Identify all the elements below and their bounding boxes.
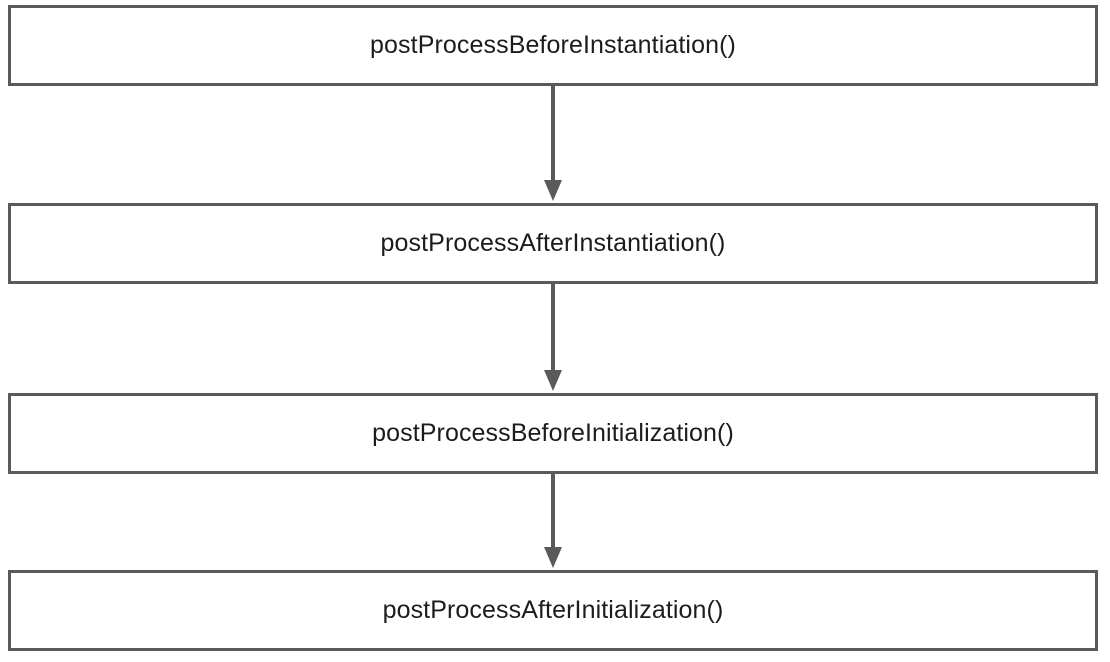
node-label: postProcessBeforeInstantiation() [370, 31, 736, 59]
node-post-process-after-instantiation: postProcessAfterInstantiation() [8, 203, 1098, 284]
edge-2-arrow [544, 284, 562, 391]
edge-1-arrow [544, 86, 562, 201]
node-post-process-after-initialization: postProcessAfterInitialization() [8, 570, 1098, 651]
node-label: postProcessAfterInitialization() [382, 596, 724, 624]
node-post-process-before-instantiation: postProcessBeforeInstantiation() [8, 5, 1098, 86]
node-label: postProcessAfterInstantiation() [380, 229, 726, 257]
node-label: postProcessBeforeInitialization() [372, 419, 734, 447]
node-post-process-before-initialization: postProcessBeforeInitialization() [8, 393, 1098, 474]
edge-3-arrow [544, 474, 562, 568]
